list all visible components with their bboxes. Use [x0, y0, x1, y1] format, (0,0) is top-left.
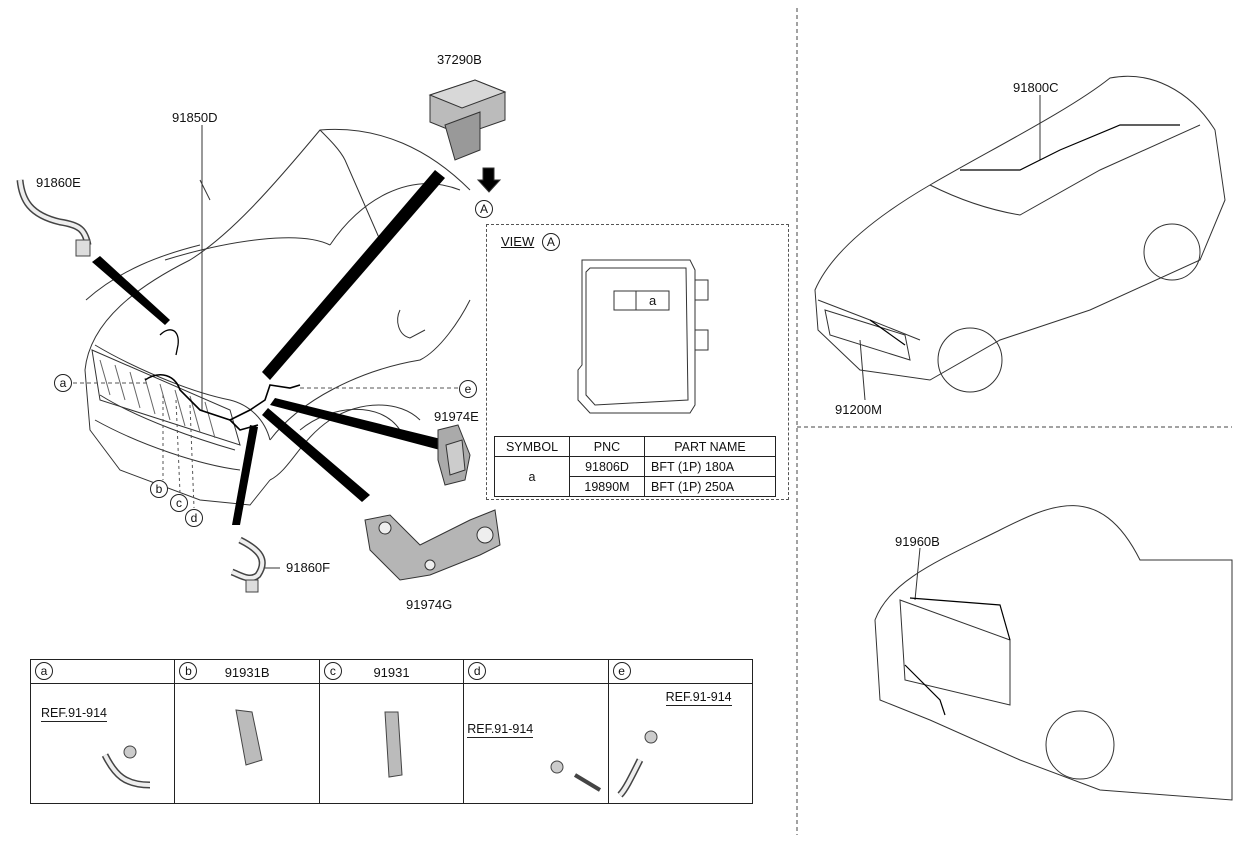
table-row: a 91806D BFT (1P) 180A	[494, 456, 776, 497]
detail-marker: b	[179, 662, 198, 680]
marker-e: e	[459, 380, 477, 398]
detail-grid: a REF.91-914 b 91931B c 91931 d REF.91-9…	[30, 659, 753, 804]
marker-c: c	[170, 494, 188, 512]
detail-cell-c: c 91931	[319, 660, 465, 803]
part-name-cell: BFT (1P) 250A	[644, 476, 776, 497]
detail-marker: e	[612, 662, 631, 680]
marker-b: b	[150, 480, 168, 498]
detail-marker: d	[468, 662, 487, 680]
callout-91860E: 91860E	[36, 175, 81, 190]
parts-table: SYMBOL PNC PART NAME a 91806D BFT (1P) 1…	[494, 436, 776, 497]
callout-91860F: 91860F	[286, 560, 331, 575]
cable-91860E-drawing	[16, 179, 92, 257]
callout-91974E: 91974E	[434, 409, 479, 424]
rear-car-bottom-drawing	[874, 505, 1233, 801]
pnc-cell: 91806D	[569, 456, 645, 477]
relay-37290B-drawing	[428, 79, 507, 193]
callout-91200M: 91200M	[835, 402, 882, 417]
header-pnc: PNC	[569, 436, 645, 457]
detail-marker: a	[35, 662, 53, 680]
view-a-panel: VIEW A a SYMBOL PNC PART NAME a 91806D B…	[486, 224, 789, 500]
detail-cell-a: a REF.91-914	[31, 660, 176, 803]
detail-head: c 91931	[319, 660, 464, 684]
detail-ref: REF.91-914	[665, 690, 732, 706]
detail-head: b 91931B	[175, 660, 319, 684]
symbol-cell: a	[494, 456, 570, 497]
leader-wedges	[92, 170, 445, 525]
callout-91960B: 91960B	[895, 534, 940, 549]
detail-head: d	[464, 660, 608, 684]
detail-ref: REF.91-914	[467, 722, 534, 738]
header-symbol: SYMBOL	[494, 436, 570, 457]
detail-head: e	[608, 660, 753, 684]
fuse-label-a: a	[649, 293, 657, 308]
pnc-cell: 19890M	[569, 476, 645, 497]
ref-line-d	[189, 404, 195, 509]
table-row: 19890M BFT (1P) 250A	[495, 476, 776, 497]
rear-quarter-car-top-drawing	[814, 75, 1226, 393]
front-car-illustration	[84, 128, 471, 506]
detail-part-number: 91931B	[224, 665, 270, 680]
detail-head: a	[31, 660, 175, 684]
detail-marker: c	[323, 662, 342, 680]
view-title-text: VIEW	[501, 234, 535, 249]
detail-part-number: 91931	[373, 665, 410, 680]
bracket-91974E-drawing	[437, 424, 471, 486]
detail-drawings	[101, 709, 658, 798]
detail-ref: REF.91-914	[41, 706, 108, 722]
callout-91850D: 91850D	[172, 110, 218, 125]
header-part-name: PART NAME	[644, 436, 776, 457]
part-name-cell: BFT (1P) 180A	[644, 456, 776, 477]
callout-37290B: 37290B	[437, 52, 482, 67]
view-title-marker: A	[541, 233, 560, 251]
detail-cell-e: e REF.91-914	[608, 660, 753, 803]
detail-cell-d: d REF.91-914	[464, 660, 609, 803]
leader-91960B	[914, 547, 921, 601]
marker-view-a: A	[475, 200, 493, 218]
view-a-title: VIEW A	[501, 233, 560, 251]
ref-line-c	[175, 399, 181, 494]
detail-cell-b: b 91931B	[175, 660, 320, 803]
parts-table-header: SYMBOL PNC PART NAME	[494, 436, 776, 457]
callout-91800C: 91800C	[1013, 80, 1059, 95]
cable-91860F-drawing	[230, 536, 266, 593]
fuse-box-view-drawing	[577, 259, 709, 414]
callout-91974G: 91974G	[406, 597, 453, 612]
marker-d: d	[185, 509, 203, 527]
marker-a: a	[54, 374, 72, 392]
bracket-91974G-drawing	[364, 509, 501, 581]
